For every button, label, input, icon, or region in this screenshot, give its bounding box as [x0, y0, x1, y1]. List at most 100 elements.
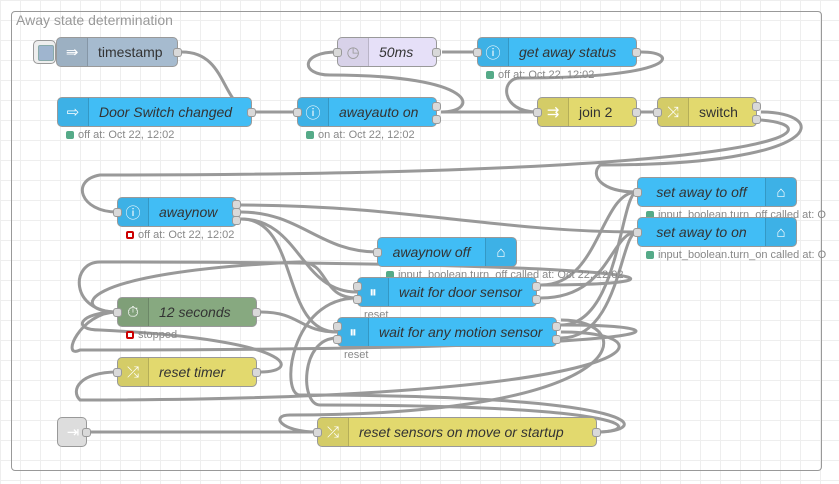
node-door-switch-changed[interactable]: ⇨ Door Switch changed: [57, 97, 256, 127]
node-12-seconds[interactable]: ⏱ 12 seconds: [113, 297, 261, 327]
output-port[interactable]: [432, 115, 441, 124]
output-port[interactable]: [82, 428, 91, 437]
node-awayauto-on[interactable]: ⓘ awayauto on: [293, 97, 441, 127]
status-dot: [66, 131, 74, 139]
node-status: stopped: [126, 329, 177, 341]
output-port[interactable]: [252, 308, 261, 317]
reset-port-label: reset: [344, 349, 369, 361]
input-port[interactable]: [113, 368, 122, 377]
group-label: Away state determination: [16, 12, 173, 28]
node-label: switch: [699, 104, 738, 120]
node-reset-timer[interactable]: ⤮ reset timer: [113, 357, 261, 387]
node-label: timestamp: [98, 44, 163, 60]
output-port[interactable]: [592, 428, 601, 437]
service-icon: ⌂: [765, 218, 796, 246]
wire: [594, 110, 803, 194]
node-set-away-off[interactable]: set away to off ⌂: [633, 177, 797, 207]
wire: [81, 118, 790, 214]
clock-icon: ◷: [338, 38, 369, 66]
node-label: get away status: [519, 44, 617, 60]
info-icon: ⓘ: [118, 198, 149, 226]
input-port-reset[interactable]: [353, 295, 362, 304]
input-port[interactable]: [293, 108, 302, 117]
wires: [70, 50, 803, 434]
status-text: input_boolean.turn_on called at: O: [658, 249, 827, 261]
shuffle-icon: ⤮: [118, 358, 149, 386]
node-wait-door-sensor[interactable]: ⏸ wait for door sensor: [353, 277, 541, 307]
inject-button[interactable]: [33, 40, 56, 64]
node-reset-sensors[interactable]: ⤮ reset sensors on move or startup: [313, 417, 601, 447]
node-label: awayauto on: [339, 104, 419, 120]
input-port[interactable]: [633, 228, 642, 237]
node-link-in[interactable]: ⇥: [57, 417, 91, 447]
input-port[interactable]: [113, 208, 122, 217]
input-port[interactable]: [353, 282, 362, 291]
node-label: wait for any motion sensor: [379, 324, 543, 340]
output-port[interactable]: [552, 335, 561, 344]
node-get-away-status[interactable]: ⓘ get away status: [473, 37, 641, 67]
wire: [560, 190, 638, 327]
node-wait-motion-sensor[interactable]: ⏸ wait for any motion sensor: [333, 317, 561, 347]
node-label: awaynow off: [392, 244, 471, 260]
input-port[interactable]: [333, 322, 342, 331]
node-label: join 2: [579, 104, 613, 120]
wire: [240, 217, 338, 334]
input-port[interactable]: [113, 308, 122, 317]
node-awaynow[interactable]: ⓘ awaynow: [113, 197, 241, 227]
flow-group[interactable]: [11, 11, 822, 471]
input-port[interactable]: [373, 248, 382, 257]
wire: [289, 296, 626, 434]
node-timestamp[interactable]: ⇛ timestamp: [56, 37, 182, 67]
node-status: on at: Oct 22, 12:02: [306, 129, 415, 141]
wire: [505, 50, 665, 114]
wire: [240, 210, 378, 254]
node-delay-50ms[interactable]: ◷ 50ms: [333, 37, 441, 67]
inject-button-square: [38, 45, 54, 61]
info-icon: ⓘ: [298, 98, 329, 126]
input-port[interactable]: [633, 188, 642, 197]
status-dot: [126, 331, 134, 339]
output-port[interactable]: [552, 322, 561, 331]
node-set-away-on[interactable]: set away to on ⌂: [633, 217, 797, 247]
wire: [306, 50, 465, 114]
output-port[interactable]: [232, 216, 241, 225]
node-switch[interactable]: ⤨ switch: [653, 97, 761, 127]
input-port[interactable]: [533, 108, 542, 117]
output-port[interactable]: [532, 282, 541, 291]
input-port[interactable]: [653, 108, 662, 117]
output-port[interactable]: [432, 102, 441, 111]
service-icon: ⌂: [765, 178, 796, 206]
output-port[interactable]: [752, 115, 761, 124]
output-port[interactable]: [432, 48, 441, 57]
output-port[interactable]: [632, 48, 641, 57]
node-label: reset timer: [159, 364, 226, 380]
output-port[interactable]: [173, 48, 182, 57]
output-port[interactable]: [532, 295, 541, 304]
node-awaynow-off[interactable]: awaynow off ⌂: [373, 237, 517, 267]
input-port-reset[interactable]: [333, 335, 342, 344]
status-text: stopped: [138, 329, 178, 341]
wire: [80, 310, 283, 374]
output-port[interactable]: [247, 108, 256, 117]
status-text: off at: Oct 22, 12:02: [78, 129, 175, 141]
node-label: set away to off: [656, 184, 747, 200]
switch-icon: ⤨: [658, 98, 689, 126]
input-port[interactable]: [333, 48, 342, 57]
node-label: reset sensors on move or startup: [359, 424, 564, 440]
output-port[interactable]: [632, 108, 641, 117]
node-status: off at: Oct 22, 12:02: [126, 229, 234, 241]
input-port[interactable]: [473, 48, 482, 57]
inject-icon: ⇛: [57, 38, 88, 66]
output-port[interactable]: [752, 102, 761, 111]
status-dot: [646, 251, 654, 259]
output-port[interactable]: [252, 368, 261, 377]
node-status: off at: Oct 22, 12:02: [486, 69, 594, 81]
status-dot: [646, 211, 654, 219]
input-port[interactable]: [313, 428, 322, 437]
status-text: off at: Oct 22, 12:02: [138, 229, 235, 241]
node-join-2[interactable]: ⇉ join 2: [533, 97, 641, 127]
node-label: 12 seconds: [159, 304, 231, 320]
node-label: Door Switch changed: [99, 104, 233, 120]
stopwatch-icon: ⏱: [118, 298, 149, 326]
